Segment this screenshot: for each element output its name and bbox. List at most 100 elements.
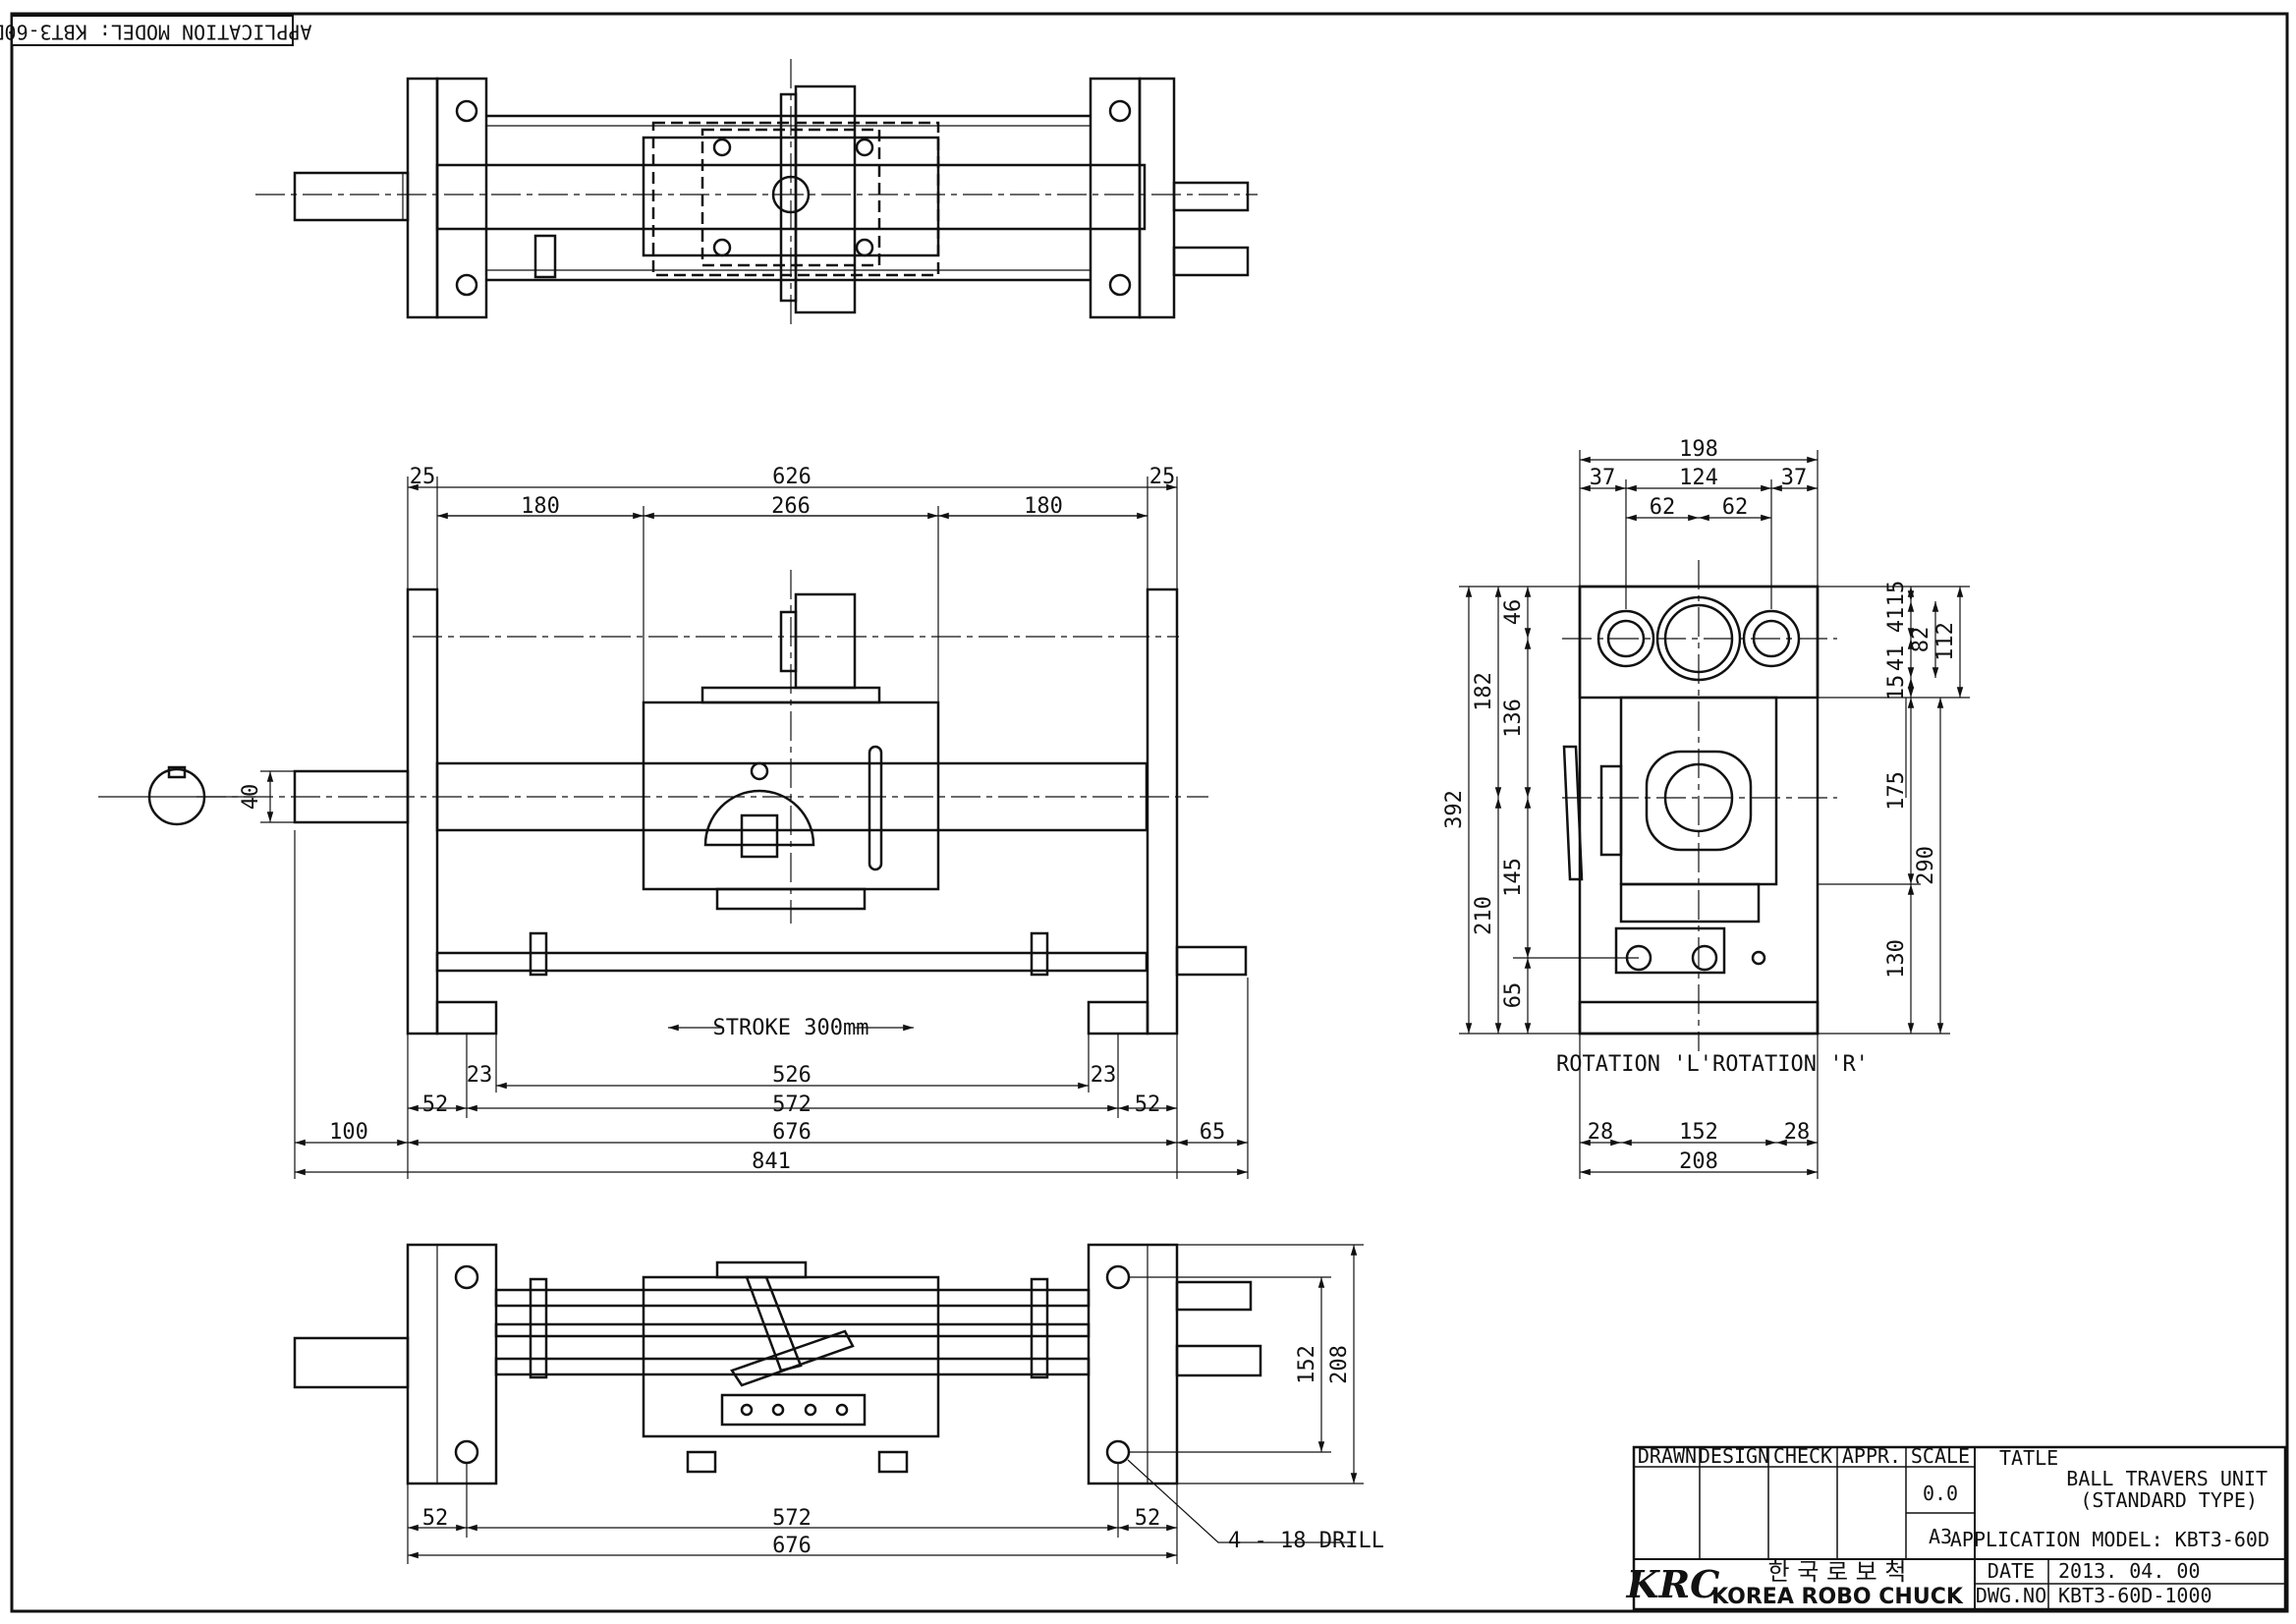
dim-65: 65: [1200, 1120, 1226, 1145]
dim-136: 136: [1501, 699, 1526, 738]
dim-208-side: 208: [1679, 1149, 1718, 1174]
drill-hole-4: [1105, 1439, 1131, 1465]
tb-title-line2: (STANDARD TYPE): [2080, 1488, 2258, 1512]
tb-title-label: TATLE: [1999, 1446, 2058, 1470]
front-view: [98, 570, 1248, 1036]
tb-application: APPLICATION MODEL: KBT3-60D: [1950, 1528, 2269, 1551]
dim-526: 526: [772, 1063, 812, 1088]
dim-37-left: 37: [1590, 466, 1616, 490]
bottom-dimension-labels: 52 572 52 676 152 208 4 - 18 DRILL: [422, 1345, 1384, 1558]
side-lever: [1562, 745, 1584, 881]
top-view: [255, 59, 1258, 324]
front-rail: [435, 951, 1148, 973]
model-tag: APPLICATION MODEL: KBT3-60D: [0, 15, 312, 46]
side-dimension-labels: 198 37 124 37 62 62 392 182 210 46 136 1…: [1442, 437, 1958, 1174]
top-left-plate: [406, 77, 439, 319]
dim-572-bottom: 572: [772, 1506, 812, 1531]
dim-41-top: 41: [1884, 607, 1909, 634]
dim-37-right: 37: [1781, 466, 1808, 490]
dim-52-bottom-right: 52: [1135, 1506, 1161, 1531]
dim-15-bottom: 15: [1884, 675, 1909, 701]
front-top-bearing: [794, 592, 857, 690]
dim-290: 290: [1914, 846, 1938, 885]
sheet-border: [10, 12, 2289, 1613]
dim-841: 841: [752, 1149, 791, 1174]
bottom-view: [293, 1243, 1262, 1485]
tb-date-value: 2013. 04. 00: [2058, 1559, 2201, 1583]
front-protractor: [703, 789, 815, 847]
title-block-text: DRAWN DESIGN CHECK APPR. SCALE 0.0 A3 TA…: [1626, 1444, 2269, 1609]
shaft-section-circle: [147, 767, 206, 826]
front-dimensions: [260, 476, 1249, 1179]
tb-header-design: DESIGN: [1699, 1444, 1769, 1468]
front-main-shaft: [435, 761, 1148, 832]
dim-210: 210: [1472, 896, 1496, 935]
dim-130: 130: [1884, 939, 1909, 979]
dim-676: 676: [772, 1120, 812, 1145]
dim-40: 40: [239, 784, 263, 811]
front-dimension-labels: 25 626 25 180 266 180 STROKE 300mm 23 52…: [239, 465, 1225, 1174]
dim-152-side: 152: [1679, 1120, 1718, 1145]
bottom-shaft-end-left: [293, 1336, 410, 1389]
dim-572: 572: [772, 1092, 812, 1117]
dim-28-left: 28: [1588, 1120, 1614, 1145]
title-block: [1632, 1445, 2287, 1611]
dim-175: 175: [1884, 771, 1909, 811]
top-right-plate: [1089, 77, 1142, 319]
dim-180-right: 180: [1024, 494, 1063, 519]
drill-hole-3: [1105, 1264, 1131, 1290]
tb-company-korean: 한 국 로 보 척: [1768, 1558, 1907, 1586]
dim-182: 182: [1472, 672, 1496, 711]
tb-date-label: DATE: [1988, 1559, 2035, 1583]
dim-25-left: 25: [410, 465, 436, 489]
dim-266: 266: [771, 494, 811, 519]
dim-392: 392: [1442, 790, 1467, 829]
dim-52-bottom-left: 52: [422, 1506, 449, 1531]
bottom-dimensions: [407, 1244, 1364, 1564]
dim-41-bottom: 41: [1884, 645, 1909, 672]
bottom-left-plate: [406, 1243, 498, 1485]
front-left-plate: [406, 588, 439, 1036]
side-view: [1562, 560, 1837, 1051]
tb-dwg-value: KBT3-60D-1000: [2058, 1584, 2212, 1607]
dim-15-top: 15: [1884, 581, 1909, 607]
dim-100: 100: [329, 1120, 368, 1145]
dim-626: 626: [772, 465, 812, 489]
dim-124: 124: [1679, 466, 1718, 490]
drill-hole-2: [454, 1439, 479, 1465]
tb-scale-value: 0.0: [1923, 1482, 1958, 1505]
drill-note: 4 - 18 DRILL: [1228, 1529, 1384, 1553]
dim-23-right: 23: [1091, 1063, 1117, 1088]
dim-145: 145: [1501, 858, 1526, 897]
tb-paper-size: A3: [1929, 1525, 1952, 1548]
dim-25-right: 25: [1149, 465, 1176, 489]
top-bearing-block: [794, 84, 857, 314]
top-shaft-end-left: [293, 171, 410, 222]
model-tag-text: APPLICATION MODEL: KBT3-60D: [0, 21, 312, 44]
dim-198: 198: [1679, 437, 1718, 462]
dim-62-right: 62: [1722, 495, 1749, 520]
dim-52-right: 52: [1135, 1092, 1161, 1117]
front-right-plate: [1146, 588, 1179, 1036]
side-dimensions: [1459, 450, 1970, 1179]
dim-52-left: 52: [422, 1092, 449, 1117]
tb-header-appr: APPR.: [1842, 1444, 1901, 1468]
dim-28-right: 28: [1784, 1120, 1811, 1145]
dim-23-left: 23: [467, 1063, 493, 1088]
tb-company-english: KOREA ROBO CHUCK: [1711, 1585, 1964, 1609]
dim-180-left: 180: [521, 494, 560, 519]
dim-152-bottom: 152: [1295, 1345, 1319, 1384]
front-shaft-end-left: [293, 769, 410, 824]
dim-65-side: 65: [1501, 982, 1526, 1009]
tb-header-scale: SCALE: [1911, 1444, 1970, 1468]
rotation-label: ROTATION 'L'ROTATION 'R': [1556, 1052, 1869, 1077]
top-shaft-end-right: [1172, 181, 1250, 212]
drill-hole-1: [454, 1264, 479, 1290]
dim-676-bottom: 676: [772, 1534, 812, 1558]
tb-logo: KRC: [1626, 1562, 1720, 1606]
dim-46: 46: [1501, 599, 1526, 626]
dim-112: 112: [1933, 622, 1958, 661]
dim-208-bottom: 208: [1327, 1345, 1352, 1384]
dim-62-left: 62: [1650, 495, 1676, 520]
